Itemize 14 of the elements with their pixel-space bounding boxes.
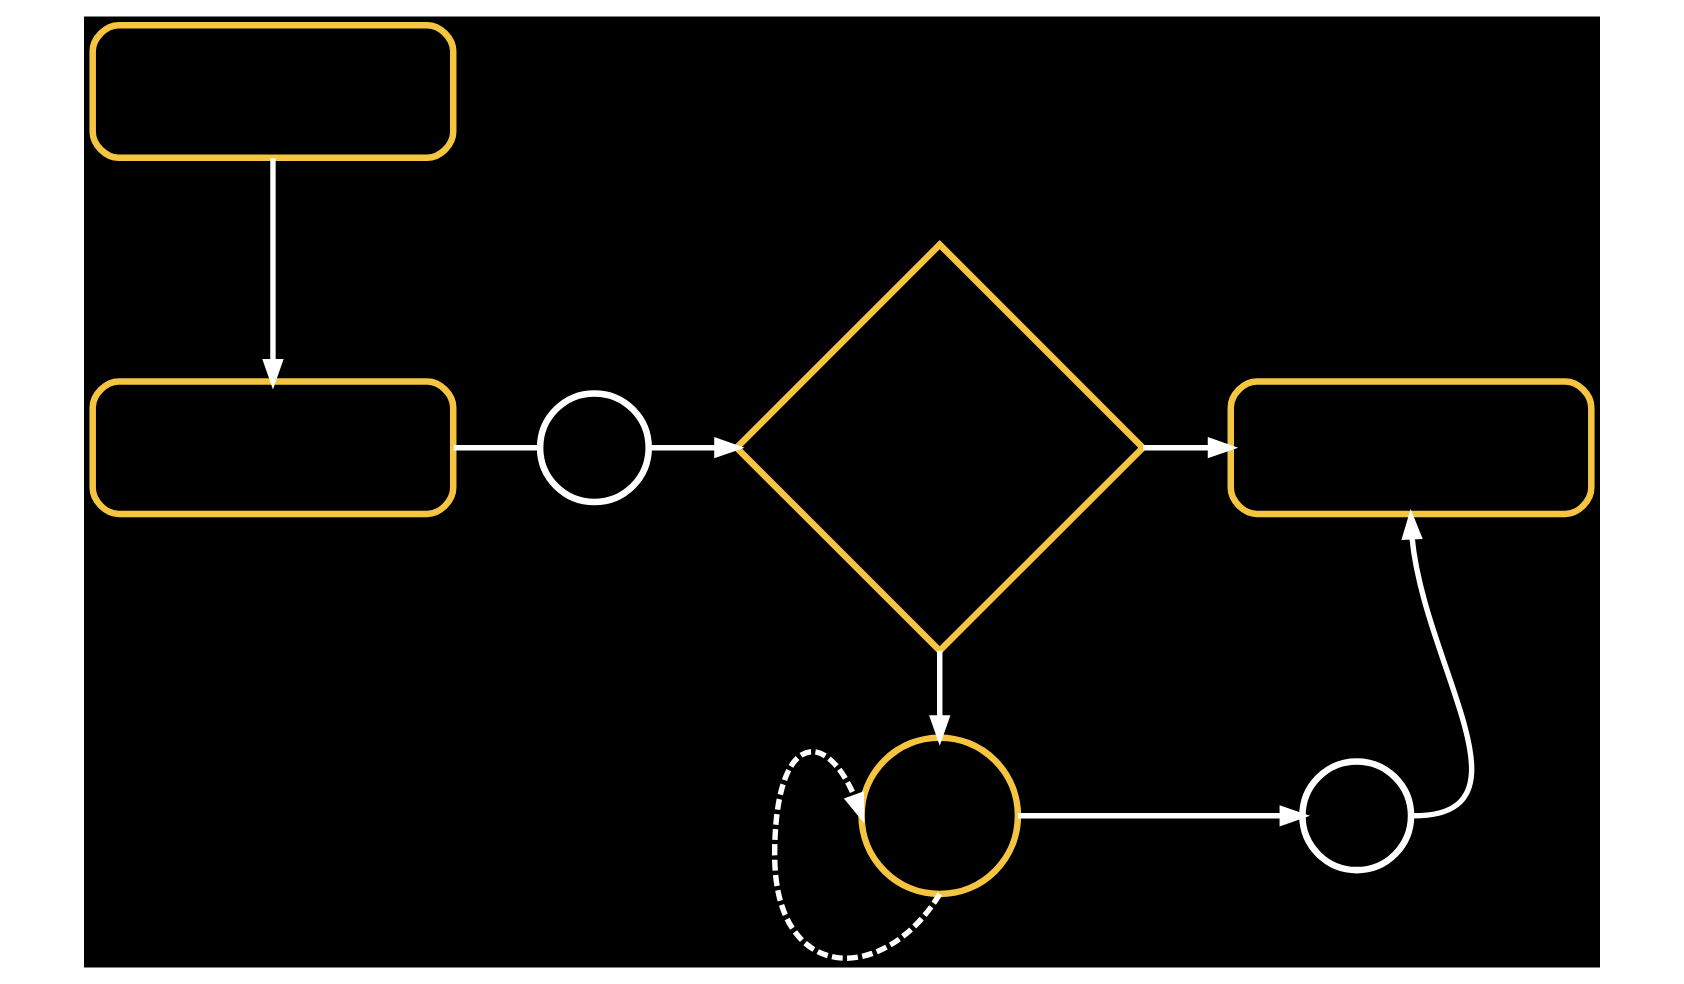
arrow	[929, 650, 951, 746]
node-box	[1227, 378, 1595, 518]
arrow	[262, 158, 284, 390]
node-box	[89, 21, 457, 161]
arrow	[1401, 509, 1475, 819]
arrow	[1143, 437, 1239, 459]
arrow	[649, 437, 745, 459]
node-clock	[536, 390, 652, 506]
connector	[453, 444, 540, 451]
arrow	[1017, 805, 1311, 827]
node-diamond	[732, 240, 1148, 656]
node-circle	[858, 734, 1022, 898]
node-clock	[1299, 758, 1415, 874]
node-box	[89, 378, 457, 518]
